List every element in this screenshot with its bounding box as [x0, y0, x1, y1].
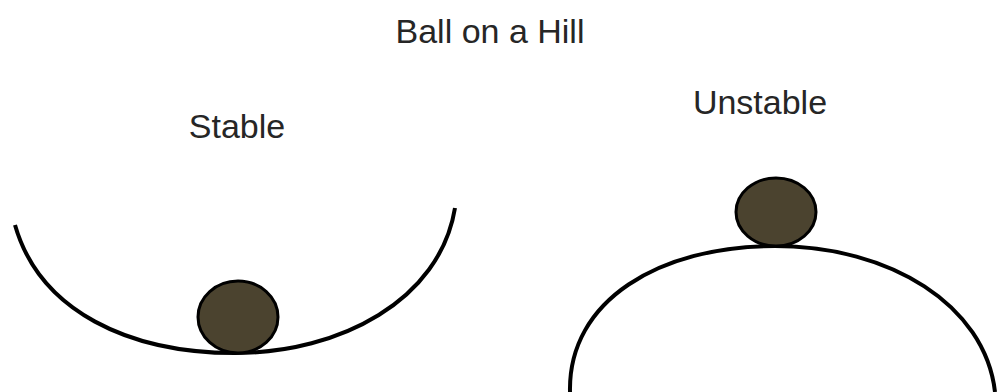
ball: [198, 281, 278, 353]
state-label: Stable: [189, 107, 285, 146]
bowl-curve: [15, 208, 455, 353]
ball: [736, 178, 816, 246]
state-label: Unstable: [693, 83, 827, 122]
hill-curve: [570, 246, 995, 392]
diagram-title: Ball on a Hill: [396, 12, 585, 51]
